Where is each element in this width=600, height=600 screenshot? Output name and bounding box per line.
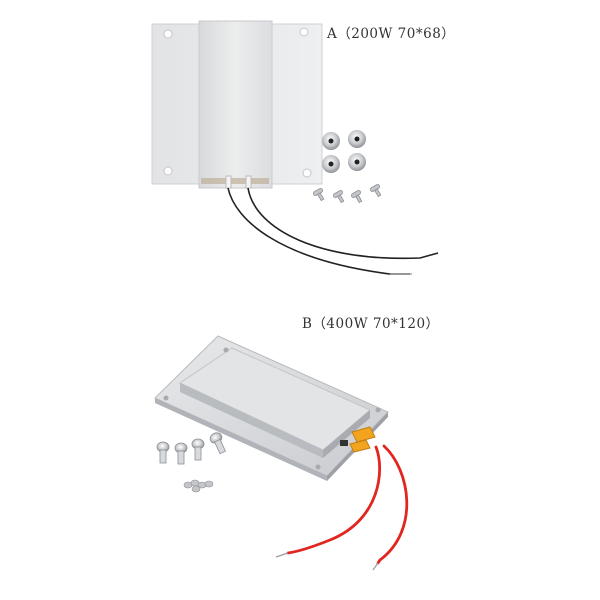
product-a-label: A（200W 70*68） (327, 26, 456, 42)
product-b-label: B（400W 70*120） (302, 316, 440, 332)
product-b-wires (286, 444, 409, 565)
product-b-heater-plate (154, 335, 389, 481)
product-a-heater-plate (151, 20, 323, 189)
product-a-wires (227, 187, 439, 275)
product-b-connector (340, 426, 376, 453)
product-b-wire-tips (275, 552, 379, 571)
product-b-small-screws (183, 479, 214, 493)
product-b-standoff-screws (156, 432, 227, 465)
product-a-screws (313, 184, 382, 204)
product-a-standoffs (322, 130, 366, 173)
